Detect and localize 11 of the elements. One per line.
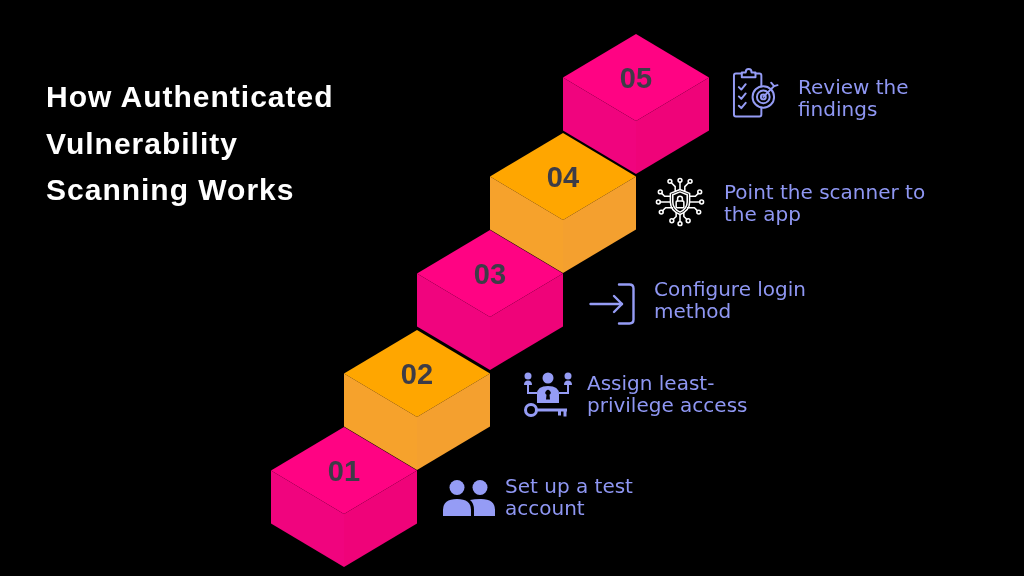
step-number: 05	[619, 62, 653, 93]
step-number: 03	[473, 258, 507, 289]
step-number: 04	[546, 161, 580, 192]
step-number: 02	[400, 358, 434, 389]
step-description: Review the findings	[798, 76, 910, 120]
step-description: Set up a test account	[505, 475, 634, 519]
step-description: Point the scanner to the app	[724, 181, 927, 225]
title: How Authenticated Vulnerability Scanning Works	[46, 79, 335, 208]
step-description: Configure login method	[654, 278, 807, 322]
step-description: Assign least-privilege access	[587, 372, 749, 416]
step-number: 01	[327, 455, 361, 486]
